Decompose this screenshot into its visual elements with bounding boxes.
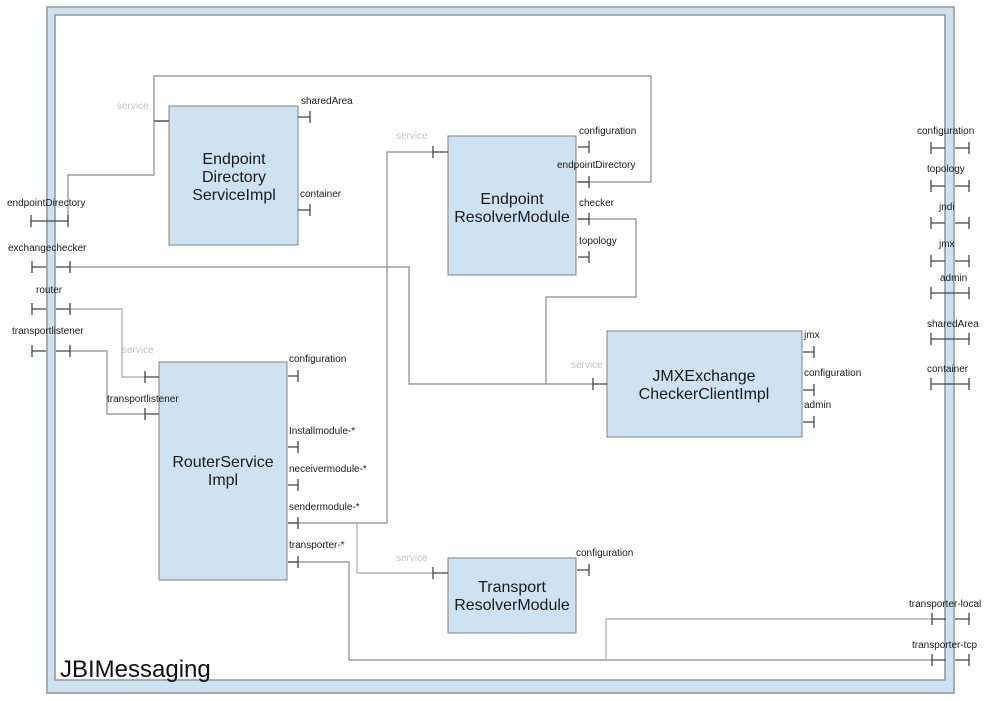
service-port[interactable]	[432, 146, 448, 158]
reference-port[interactable]	[577, 564, 590, 576]
service-label: service	[396, 553, 428, 564]
reference-port[interactable]	[578, 251, 590, 263]
composite-reference-label: transporter-tcp	[912, 640, 977, 651]
service-label: service	[117, 101, 149, 112]
composite-reference-port[interactable]	[930, 287, 970, 299]
reference-label: container	[300, 189, 342, 200]
reference-label: configuration	[289, 354, 346, 365]
composite-title: JBIMessaging	[60, 656, 211, 683]
composite-service-label: transportlistener	[12, 326, 84, 337]
component-label: RouterService	[172, 454, 273, 471]
reference-label: sendermodule-*	[289, 502, 360, 513]
wire-resolver-checker[interactable]	[545, 218, 637, 384]
reference-label: sharedArea	[301, 96, 353, 107]
component-label: Endpoint	[202, 151, 266, 168]
wire-transporter-tcp[interactable]	[288, 561, 932, 661]
reference-label: transporter-*	[289, 540, 345, 551]
component-label: ResolverModule	[454, 209, 570, 226]
composite-reference-label: container	[927, 364, 969, 375]
component-label: CheckerClientImpl	[639, 386, 770, 403]
wire-transportlistener[interactable]	[70, 350, 145, 415]
composite-reference-port[interactable]	[930, 217, 970, 229]
component-label: Directory	[202, 169, 266, 186]
reference-label: checker	[579, 198, 615, 209]
service-port[interactable]	[144, 408, 159, 420]
composite-reference-label: sharedArea	[927, 319, 979, 330]
service-label-transportlistener: transportlistener	[107, 394, 179, 405]
component-transport-resolver[interactable]: Transport ResolverModule	[447, 557, 577, 634]
reference-label: jmx	[803, 330, 820, 341]
component-label: Impl	[208, 472, 238, 489]
composite-reference-label: admin	[940, 273, 967, 284]
wire-sendermodule-transport[interactable]	[356, 523, 433, 574]
wire-exchangechecker[interactable]	[70, 266, 593, 385]
composite-reference-label: jndi	[938, 202, 955, 213]
composite-service-label: router	[36, 285, 63, 296]
composite-services: endpointDirectory exchangechecker router…	[7, 198, 87, 357]
component-label: JMXExchange	[652, 368, 755, 385]
composite-reference-label: transporter-local	[909, 599, 981, 610]
reference-label: admin	[804, 400, 831, 411]
wires	[67, 75, 932, 661]
component-jmx-checker[interactable]: JMXExchange CheckerClientImpl	[606, 330, 803, 438]
reference-port[interactable]	[288, 479, 299, 491]
component-label: ResolverModule	[454, 597, 570, 614]
component-label: Transport	[478, 579, 546, 596]
wire-transporter-local[interactable]	[605, 618, 932, 660]
reference-port[interactable]	[288, 556, 299, 568]
reference-port[interactable]	[288, 441, 299, 453]
composite-reference-port[interactable]	[930, 180, 970, 192]
reference-port[interactable]	[578, 176, 590, 188]
reference-label: neceivermodule-*	[289, 464, 367, 475]
composite-reference-port[interactable]	[930, 333, 970, 345]
reference-port[interactable]	[578, 141, 590, 153]
reference-port[interactable]	[803, 346, 815, 358]
reference-label: topology	[579, 236, 617, 247]
wire-resolver-endpointdirectory[interactable]	[153, 75, 652, 183]
composite-reference-port[interactable]	[930, 255, 970, 267]
composite-reference-port[interactable]	[931, 613, 970, 625]
reference-label: endpointDirectory	[557, 160, 635, 171]
reference-port[interactable]	[803, 384, 815, 396]
composite-reference-label: topology	[927, 164, 965, 175]
reference-ports: sharedArea container configuration endpo…	[288, 96, 861, 576]
component-label: Endpoint	[480, 191, 544, 208]
service-ports: service service service transportlistene…	[107, 101, 607, 579]
composite-service-port[interactable]	[31, 345, 71, 357]
service-label: service	[571, 360, 603, 371]
composite-service-port[interactable]	[31, 303, 71, 315]
composite-service-port[interactable]	[30, 215, 69, 227]
reference-port[interactable]	[288, 370, 299, 382]
composite-reference-label: configuration	[917, 126, 974, 137]
wire-sendermodule[interactable]	[288, 151, 433, 524]
composite-reference-port[interactable]	[931, 654, 970, 666]
wire-router[interactable]	[70, 308, 145, 378]
composite-reference-label: jmx	[938, 239, 955, 250]
reference-port[interactable]	[578, 213, 590, 225]
reference-port[interactable]	[803, 416, 815, 428]
reference-port[interactable]	[288, 517, 299, 529]
composite-service-port[interactable]	[31, 261, 71, 273]
component-endpoint-directory[interactable]: Endpoint Directory ServiceImpl	[168, 105, 299, 246]
composite-service-label: endpointDirectory	[7, 198, 85, 209]
composite-reference-port[interactable]	[930, 142, 970, 154]
service-label: service	[122, 345, 154, 356]
reference-label: Installmodule-*	[289, 426, 355, 437]
reference-port[interactable]	[298, 111, 311, 123]
reference-label: configuration	[576, 548, 633, 559]
service-label: service	[396, 131, 428, 142]
composite-service-label: exchangechecker	[8, 243, 87, 254]
component-router-service[interactable]: RouterService Impl	[158, 361, 288, 581]
component-label: ServiceImpl	[192, 187, 276, 204]
service-port[interactable]	[592, 378, 607, 390]
service-port[interactable]	[432, 567, 448, 579]
reference-label: configuration	[579, 126, 636, 137]
reference-port[interactable]	[298, 204, 311, 216]
reference-label: configuration	[804, 368, 861, 379]
service-port[interactable]	[144, 371, 159, 383]
composite-reference-port[interactable]	[930, 378, 970, 390]
component-endpoint-resolver[interactable]: Endpoint ResolverModule	[447, 135, 577, 276]
composite-references: configuration topology jndi jmx admin sh…	[909, 126, 981, 666]
